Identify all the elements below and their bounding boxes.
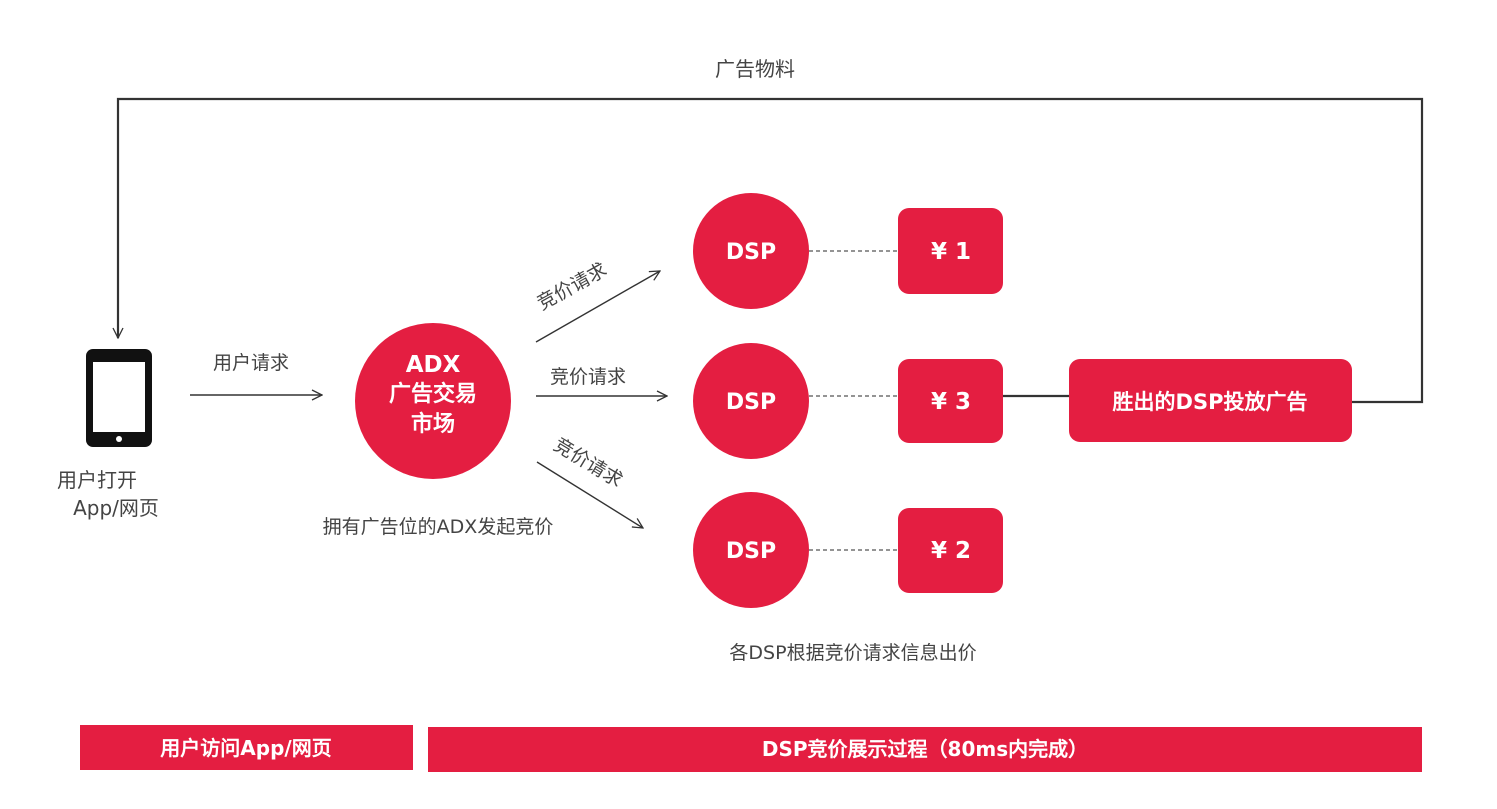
price-label-mid: ¥ 3 [931,389,971,415]
user-request-label: 用户请求 [213,352,289,374]
dsp-label-bottom: DSP [726,539,776,564]
dsp-label-mid: DSP [726,390,776,415]
winner-label: 胜出的DSP投放广告 [1113,390,1308,414]
bid-request-label-bottom: 竞价请求 [550,434,626,492]
adx-label-line3: 市场 [411,411,455,437]
user-open-label-line2: App/网页 [73,496,159,520]
ad-material-return-line [118,97,1424,404]
price-box-bottom [898,508,1003,593]
bid-request-arrow-bottom [536,461,643,528]
banner-right-label: DSP竞价展示过程（80ms内完成） [762,737,1088,761]
adx-label-line2: 广告交易 [389,381,477,407]
dsp-node-mid [693,343,809,459]
bid-request-label-mid: 竞价请求 [550,366,626,388]
banner-left [80,725,413,770]
ad-material-label: 广告物料 [715,57,795,81]
adx-caption: 拥有广告位的ADX发起竞价 [323,516,554,538]
dsp-node-top [693,193,809,309]
winner-box [1069,359,1352,442]
adx-node [355,323,511,479]
tablet-icon [86,349,152,447]
bid-request-arrow-top [535,271,660,343]
price-box-top [898,208,1003,294]
price-label-top: ¥ 1 [931,239,971,265]
dsp-node-bottom [693,492,809,608]
dsp-label-top: DSP [726,240,776,265]
banner-left-label: 用户访问App/网页 [160,736,331,760]
price-box-mid [898,359,1003,443]
banner-right [428,727,1422,772]
adx-label-line1: ADX [406,352,461,378]
price-label-bottom: ¥ 2 [931,538,971,564]
dsp-caption: 各DSP根据竞价请求信息出价 [729,642,976,664]
user-open-label-line1: 用户打开 [57,468,137,492]
